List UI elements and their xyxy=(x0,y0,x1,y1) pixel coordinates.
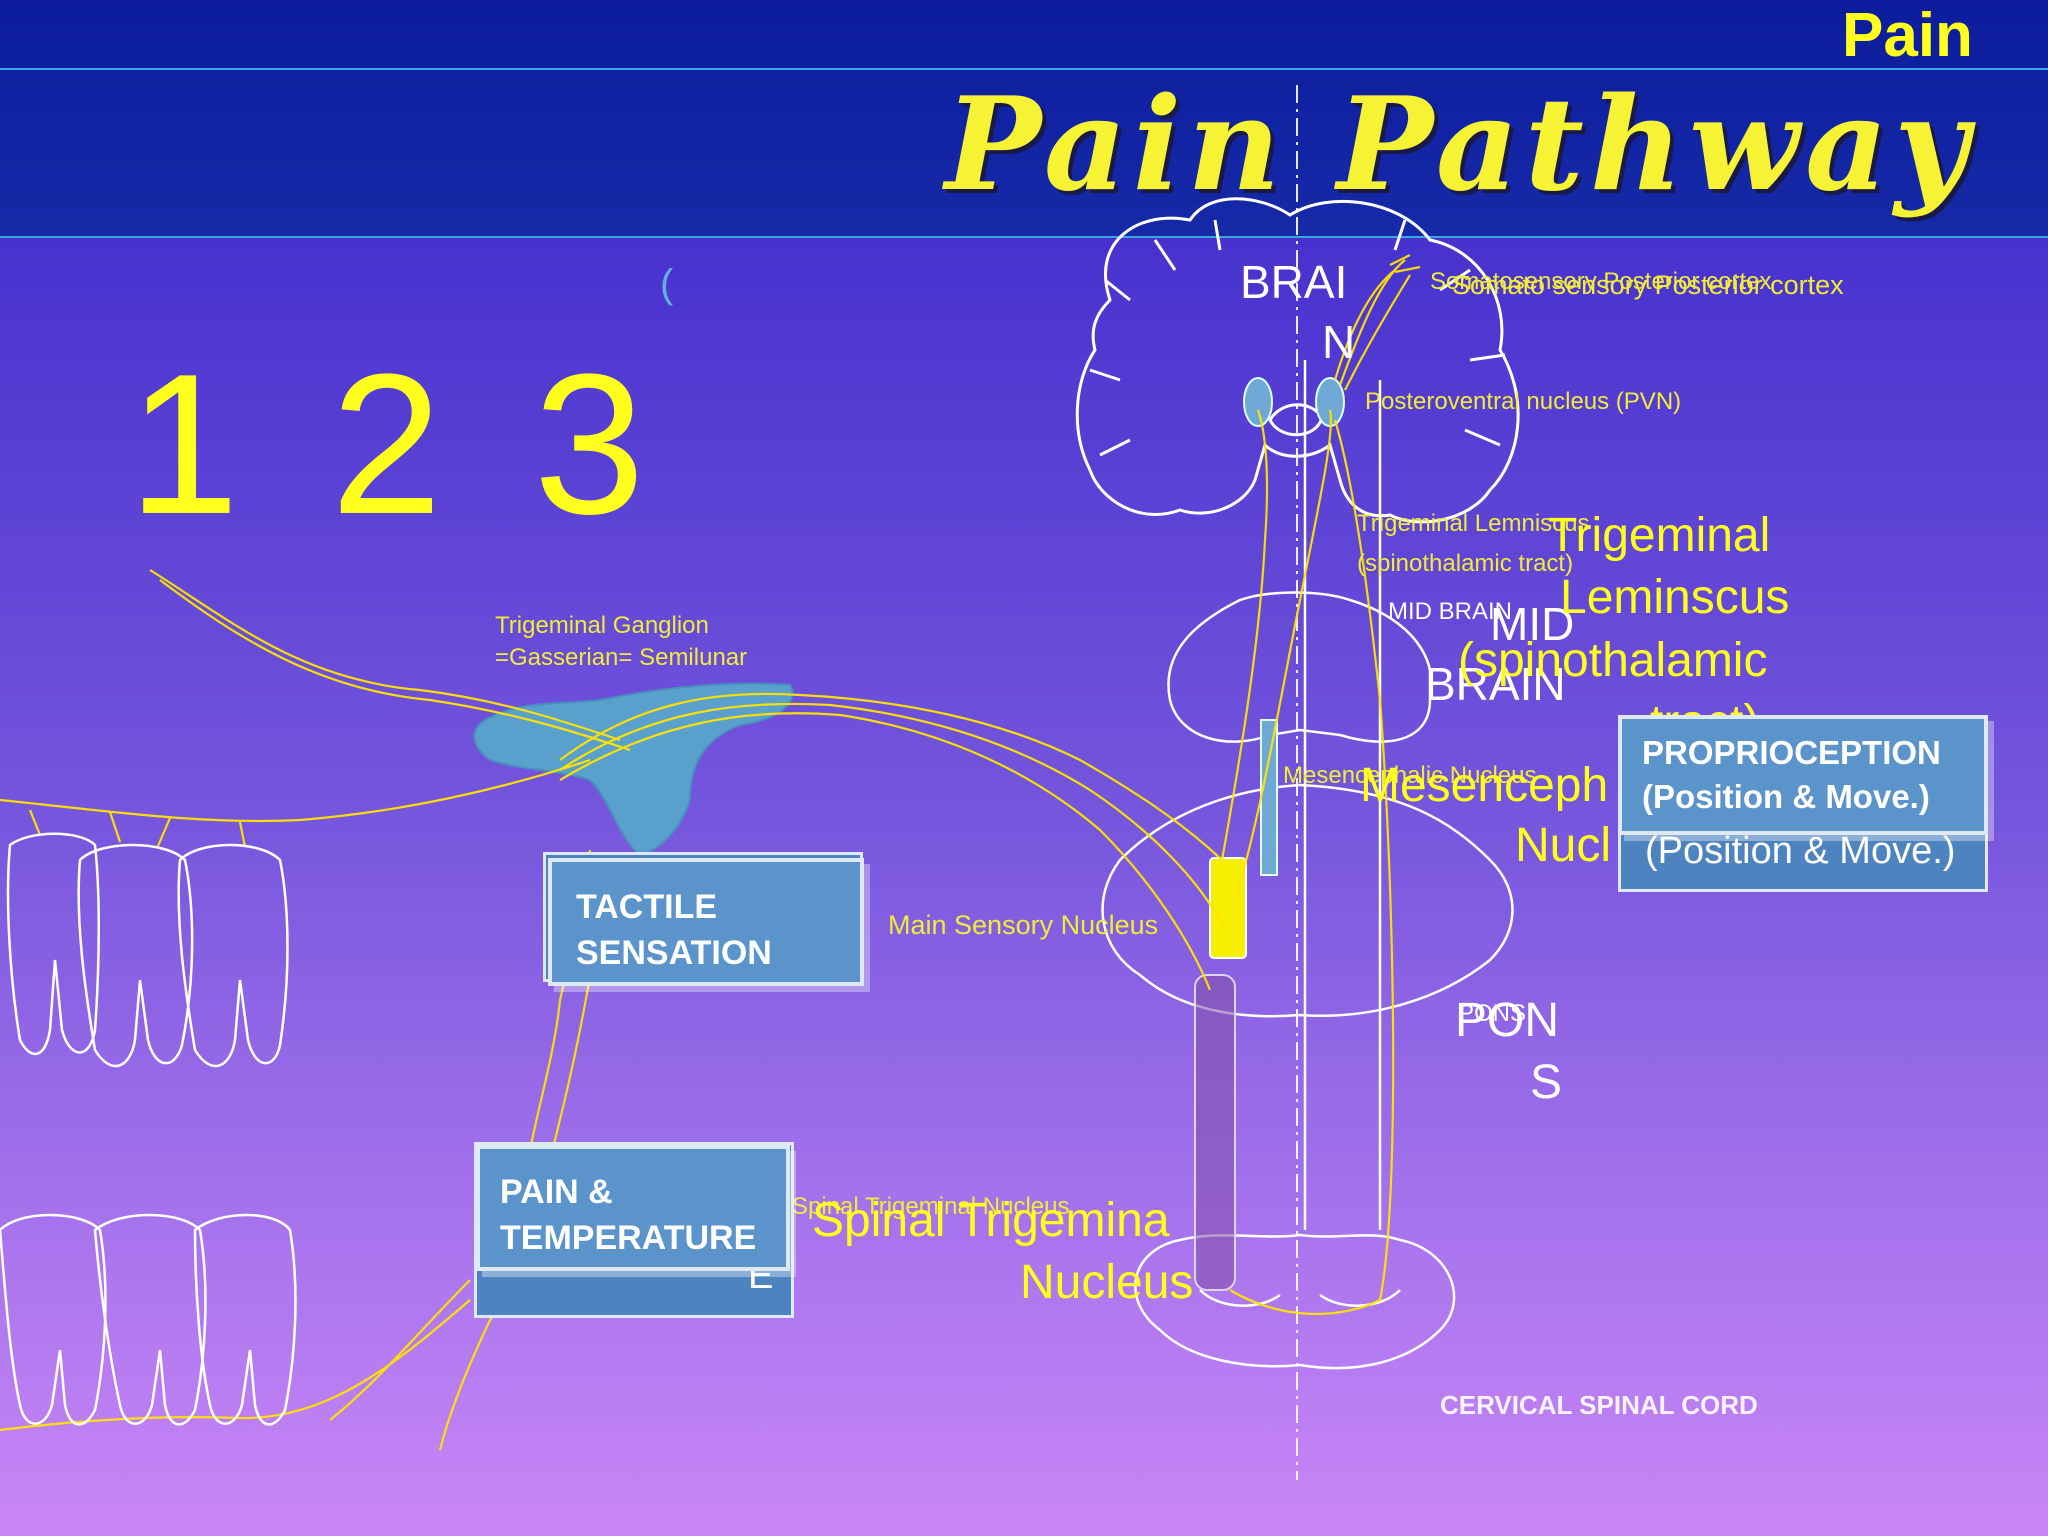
tactile-sensation-box: TACTILE SENSATION xyxy=(548,858,864,986)
pain-temperature-box: PAIN & TEMPERATURE xyxy=(476,1145,790,1271)
region-cervical-spinal-cord: CERVICAL SPINAL CORD xyxy=(1440,1390,1758,1420)
label-spinal-trigeminal-small: Spinal Trigeminal Nucleus xyxy=(792,1193,1070,1220)
region-pons-line2: S xyxy=(1530,1056,1563,1109)
region-midbrain-small: MID BRAIN xyxy=(1388,598,1513,625)
mesencephalic-bar xyxy=(1260,719,1278,876)
pvn-left-nucleus xyxy=(1243,377,1273,427)
label-somatosensory-cortex-b: Somato sensory Posterior cortex xyxy=(1452,270,1844,300)
tactile-line1: TACTILE xyxy=(576,888,718,926)
proprioception-ghost-text: (Position & Move.) xyxy=(1645,830,1956,872)
header-divider-top xyxy=(0,68,2048,70)
header-divider-bottom xyxy=(0,236,2048,238)
nerve-fiber-icon xyxy=(0,254,1421,1451)
main-sensory-nucleus-block xyxy=(1209,857,1247,959)
corner-title: Pain xyxy=(1842,1,1973,70)
region-brain-line2: N xyxy=(1322,316,1356,368)
label-trigeminal-ganglion-1: Trigeminal Ganglion xyxy=(495,612,709,639)
label-main-sensory-nucleus: Main Sensory Nucleus xyxy=(888,910,1159,940)
label-pvn: Posteroventral nucleus (PVN) xyxy=(1365,388,1682,415)
proprioception-box: PROPRIOCEPTION (Position & Move.) xyxy=(1618,715,1988,835)
label-trigeminal-lemniscus-small-1: Trigeminal Lemniscus xyxy=(1357,510,1590,537)
label-mesencephalic-small: Mesencephalic Nucleus xyxy=(1283,762,1537,789)
label-mesencephalic-big-2: Nucl xyxy=(1515,819,1612,872)
region-midbrain-line2: BRAIN xyxy=(1425,658,1566,710)
pain-temp-line1: PAIN & xyxy=(500,1173,613,1211)
label-trigeminal-leminscus-1: Trigeminal xyxy=(1548,509,1771,562)
proprioception-subtitle: (Position & Move.) xyxy=(1642,778,1930,815)
brainstem-outline-icon xyxy=(1101,591,1514,1018)
label-spinal-trigeminal-big-1: Spinal Trigemina xyxy=(812,1194,1170,1247)
spinal-cord-icon xyxy=(1134,360,1456,1370)
brain-outline-icon xyxy=(1075,197,1520,524)
label-somatosensory-cortex-a: Somatosensory Posterior cortex xyxy=(1430,268,1772,295)
header-band xyxy=(0,0,2048,237)
region-brain-line1: BRAI xyxy=(1240,256,1348,308)
label-trigeminal-ganglion-2: =Gasserian= Semilunar xyxy=(495,644,748,671)
region-midbrain-line1: MID xyxy=(1490,598,1575,650)
step-numbers: 1 2 3 xyxy=(128,333,663,556)
tooth-icon xyxy=(0,832,297,1426)
tactile-line2: SENSATION xyxy=(576,934,772,972)
label-mesencephalic-big-1: Mesenceph xyxy=(1360,759,1609,812)
region-pons-line1: PON xyxy=(1455,994,1560,1047)
proprioception-title: PROPRIOCEPTION xyxy=(1642,734,1941,771)
main-title: Pain Pathway xyxy=(945,70,1975,220)
stray-mark: ( xyxy=(660,262,674,306)
label-trigeminal-leminscus-2: Leminscus xyxy=(1560,571,1790,624)
spinal-trigeminal-tube xyxy=(1194,974,1236,1291)
region-pons-small: PONS xyxy=(1458,1000,1527,1027)
label-trigeminal-leminscus-3: (spinothalamic xyxy=(1458,634,1768,687)
label-trigeminal-lemniscus-small-2: (spinothalamic tract) xyxy=(1357,550,1574,577)
label-spinal-trigeminal-big-2: Nucleus xyxy=(1020,1256,1194,1309)
pain-temp-line2: TEMPERATURE xyxy=(500,1219,757,1257)
